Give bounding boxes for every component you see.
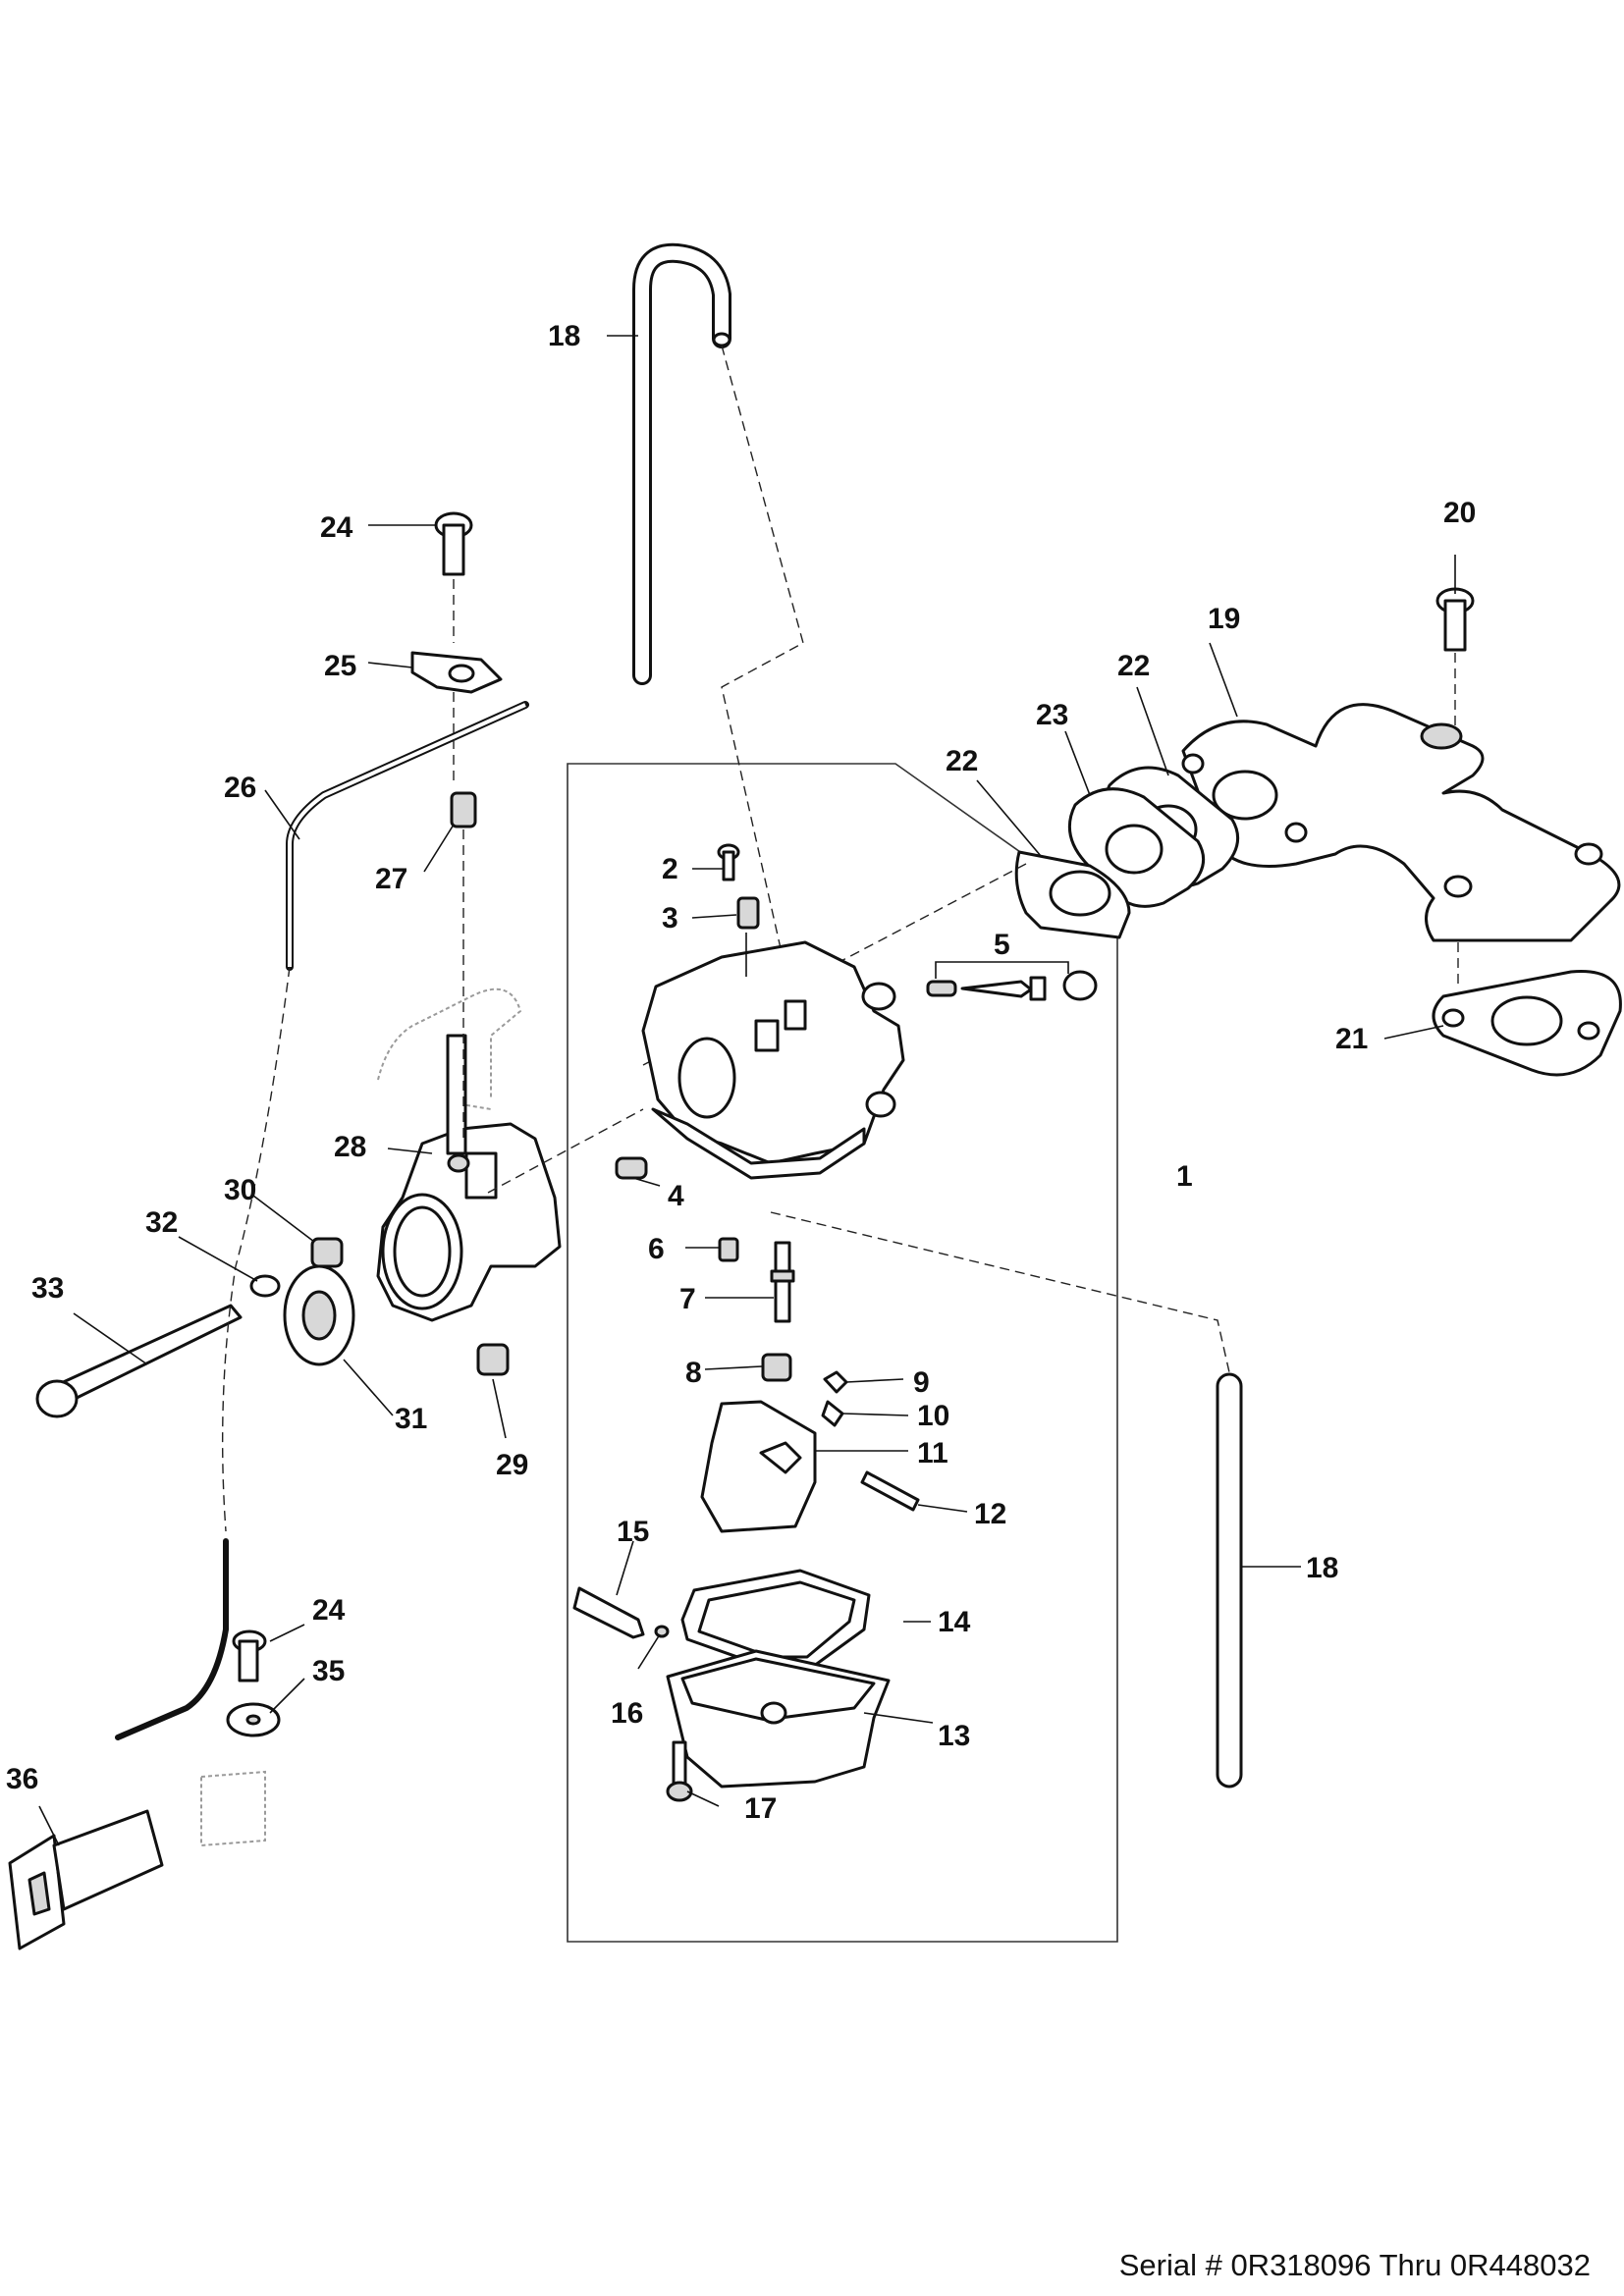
callout-35: 35 (312, 1655, 345, 1687)
callout-26: 26 (224, 772, 256, 804)
callout-27: 27 (375, 863, 407, 895)
spacer-collar (310, 1237, 344, 1268)
throttle-stop-spring (736, 896, 760, 930)
cable-clamp (410, 651, 503, 694)
callout-22-inner: 22 (946, 745, 978, 777)
manifold-gasket (1432, 970, 1622, 1077)
callout-22-outer: 22 (1117, 650, 1150, 682)
long-bolt (35, 1304, 243, 1418)
callout-17: 17 (744, 1792, 777, 1825)
main-jet (615, 1156, 648, 1180)
callout-30: 30 (224, 1174, 256, 1206)
callout-5: 5 (994, 929, 1010, 961)
callout-12: 12 (974, 1498, 1006, 1530)
adapter-housing (376, 1122, 562, 1322)
needle-clip (821, 1400, 844, 1427)
emulsion-tube-cap (718, 1237, 739, 1262)
carburetor-assembly-frame (567, 763, 1118, 1943)
callout-18-top: 18 (548, 320, 580, 352)
jet-holder (761, 1353, 792, 1382)
pilot-screw-set (926, 970, 1098, 1001)
washer (249, 1274, 281, 1298)
callout-14: 14 (938, 1606, 971, 1638)
element-cap (283, 1264, 355, 1366)
callout-3: 3 (662, 902, 678, 934)
carburetor-body (641, 933, 905, 1180)
throttle-cable (286, 701, 529, 971)
callout-33: 33 (31, 1272, 64, 1305)
throttle-stop-screw (717, 843, 740, 881)
callout-13: 13 (938, 1720, 970, 1752)
cable-end-nut (450, 791, 477, 828)
serial-range-footer: Serial # 0R318096 Thru 0R448032 (1118, 2248, 1591, 2282)
callout-31: 31 (395, 1403, 427, 1435)
float (700, 1400, 817, 1533)
callout-6: 6 (648, 1233, 665, 1265)
callout-19: 19 (1208, 603, 1240, 635)
drain-washer (654, 1625, 670, 1638)
callout-4: 4 (668, 1180, 684, 1212)
callout-8: 8 (685, 1357, 702, 1389)
float-needle (823, 1370, 848, 1394)
callout-24-upper: 24 (320, 511, 353, 544)
callout-32: 32 (145, 1206, 178, 1239)
callout-28: 28 (334, 1131, 366, 1163)
callout-29: 29 (496, 1449, 528, 1481)
float-bowl (666, 1649, 891, 1789)
choke-knob (8, 1809, 164, 1950)
drain-screw (572, 1586, 645, 1639)
callout-16: 16 (611, 1697, 643, 1730)
callout-9: 9 (913, 1366, 930, 1399)
callout-11: 11 (917, 1437, 948, 1469)
callout-15: 15 (617, 1516, 649, 1548)
callout-25: 25 (324, 650, 356, 682)
callout-18-right: 18 (1306, 1552, 1338, 1584)
float-bowl-gasket (680, 1569, 871, 1671)
fuel-line-right (1216, 1372, 1243, 1789)
needle-jet (770, 1241, 795, 1323)
callout-20: 20 (1443, 497, 1476, 529)
cable-clamp-bolt (434, 511, 473, 576)
choke-washer (226, 1702, 281, 1737)
manifold-bolt (1435, 587, 1475, 652)
callout-23: 23 (1036, 699, 1068, 731)
callout-21: 21 (1335, 1023, 1368, 1055)
intake-manifold (1181, 703, 1621, 942)
intake-gasket-inner (1014, 850, 1131, 939)
callout-36: 36 (6, 1763, 38, 1795)
callout-7: 7 (679, 1283, 696, 1315)
fuel-line-top (632, 242, 731, 685)
callout-24-lower: 24 (312, 1594, 346, 1627)
adapter-nut (476, 1343, 510, 1376)
callout-leaders (38, 335, 1456, 1846)
callout-2: 2 (662, 853, 678, 885)
bowl-screw (666, 1740, 693, 1802)
fuel-pipe-stub (446, 1034, 467, 1155)
choke-bolt (232, 1629, 267, 1682)
throttle-cable-lower (115, 1538, 229, 1740)
float-pin (860, 1470, 920, 1512)
callout-1: 1 (1176, 1160, 1193, 1193)
callout-10: 10 (917, 1400, 949, 1432)
